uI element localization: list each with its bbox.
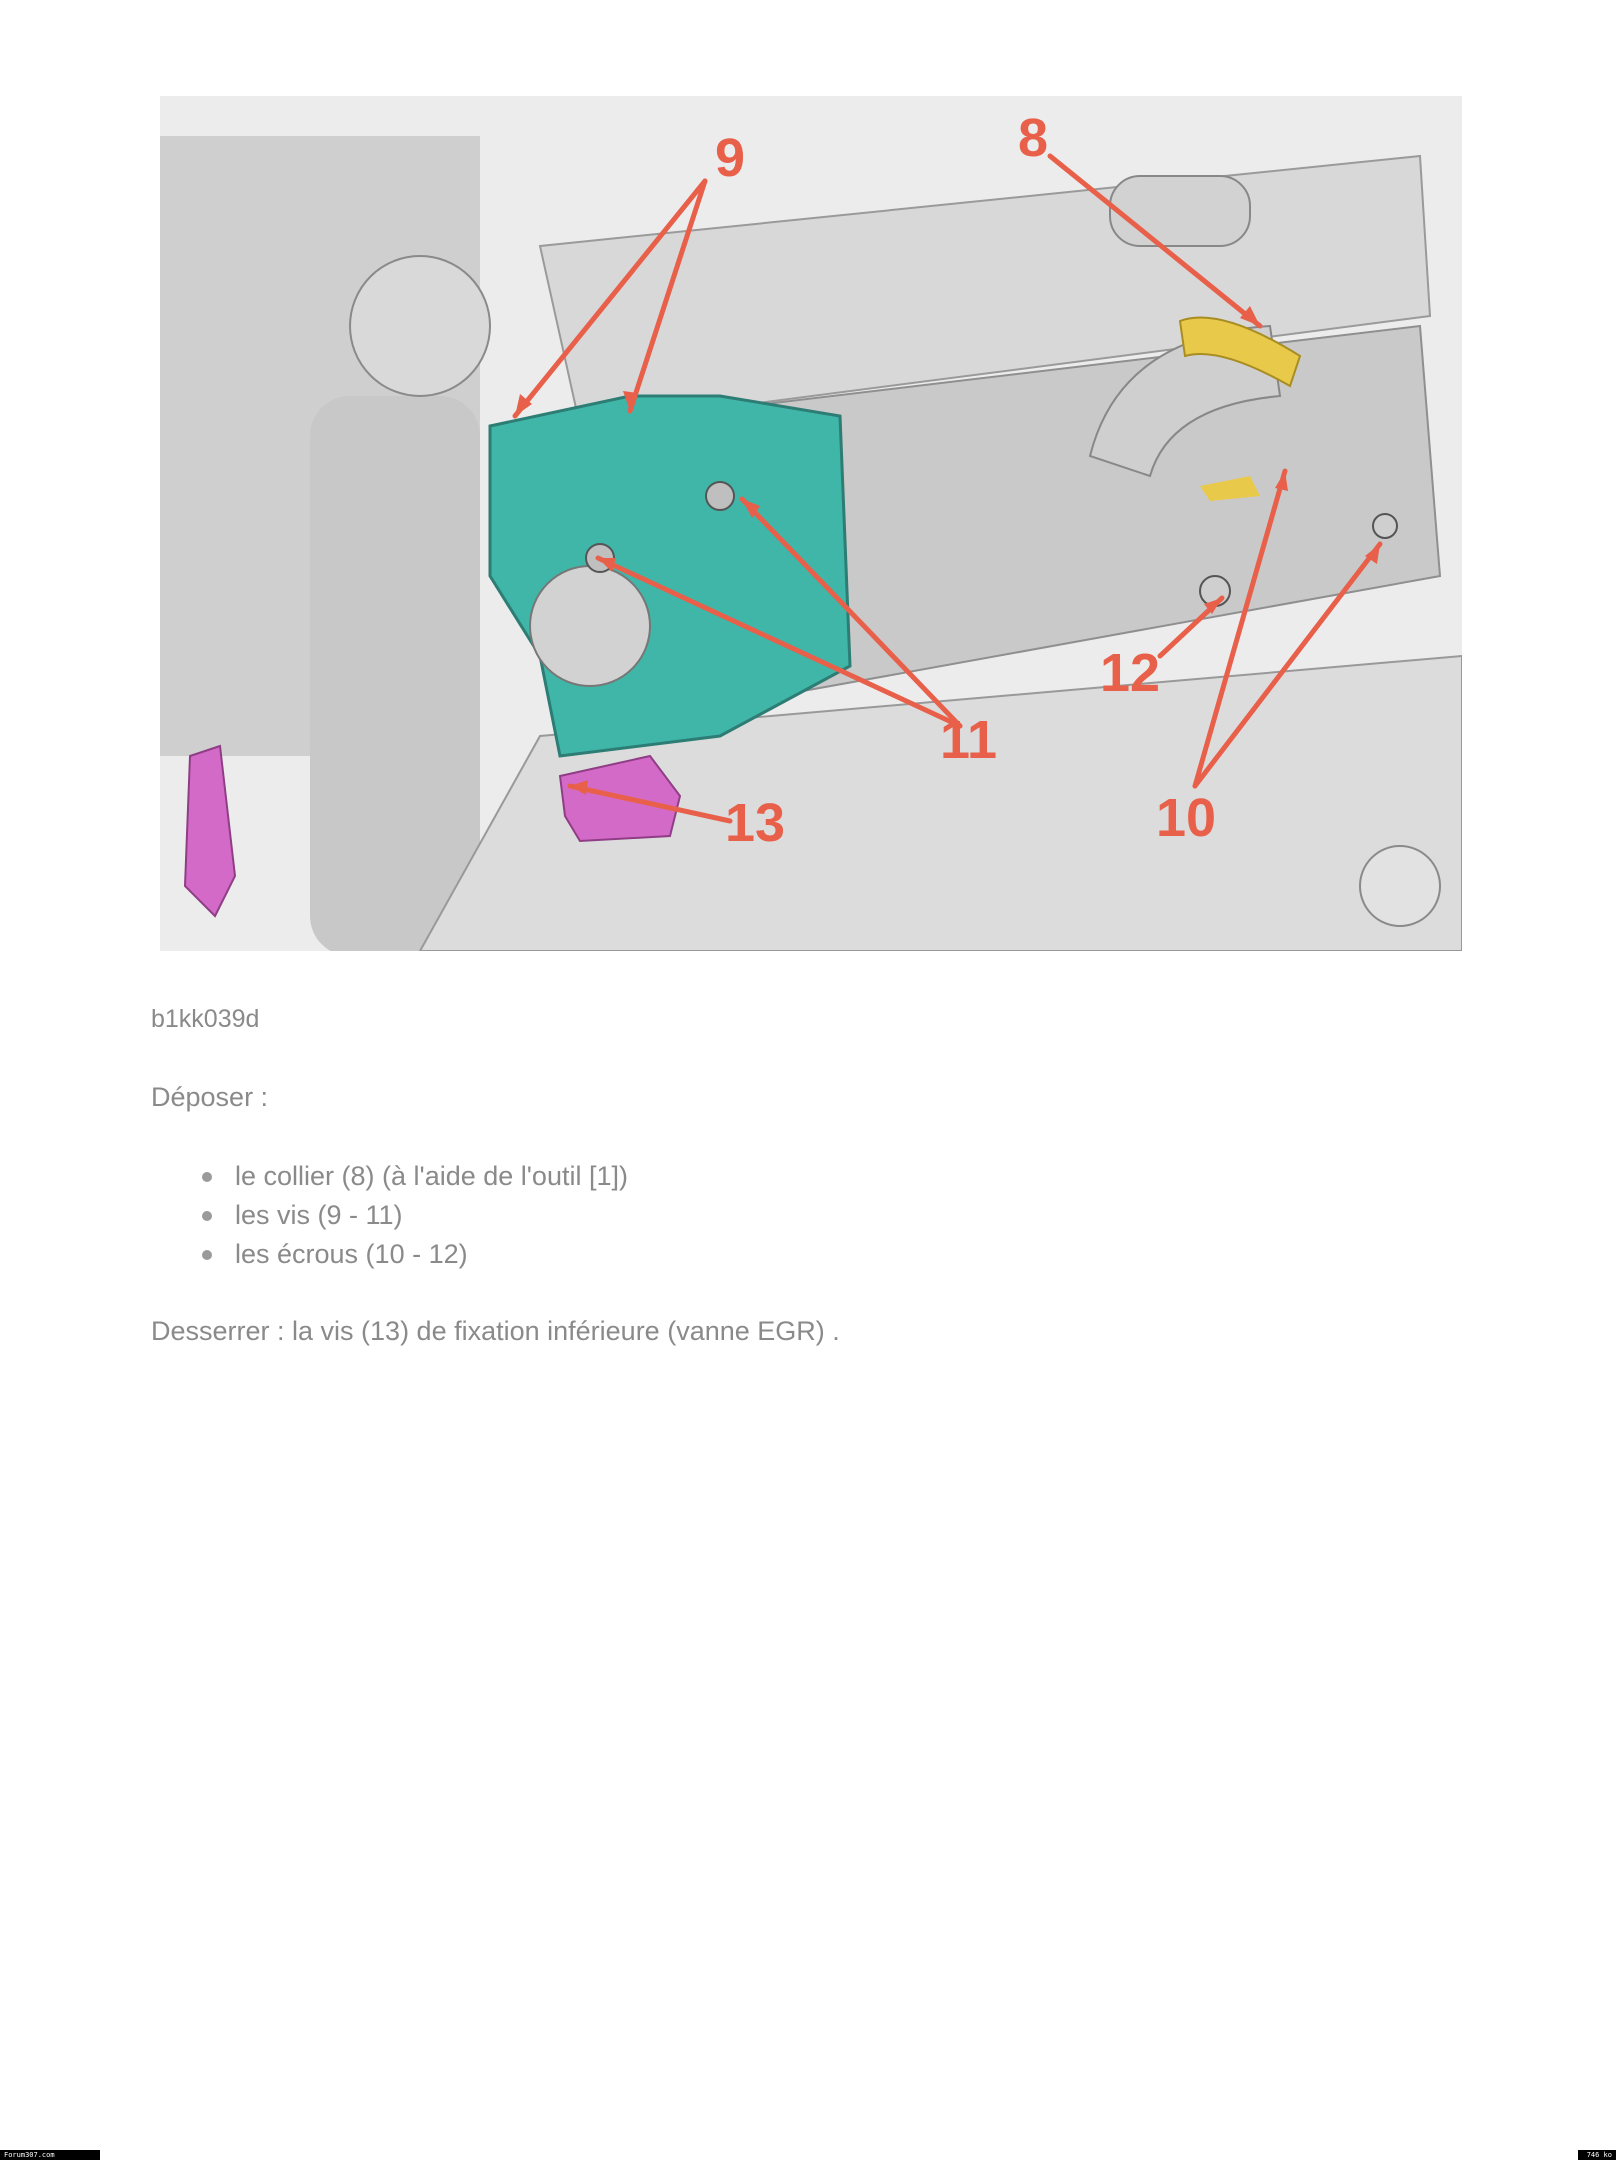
engine-diagram: 9 8 11 12 13 10: [160, 96, 1462, 951]
removal-steps-list: le collier (8) (à l'aide de l'outil [1])…: [202, 1157, 628, 1274]
instruction-remove-heading: Déposer :: [151, 1082, 269, 1112]
list-item-text: le collier (8) (à l'aide de l'outil [1]): [235, 1161, 628, 1191]
list-item-text: les écrous (10 - 12): [235, 1239, 468, 1269]
bullet-icon: [202, 1211, 212, 1221]
figure-caption: b1kk039d: [151, 1005, 260, 1033]
footer-source-label: Forum307.com: [0, 2150, 100, 2160]
callout-12: 12: [1100, 643, 1160, 703]
callout-9: 9: [715, 128, 745, 188]
callout-10: 10: [1156, 788, 1216, 848]
instruction-loosen: Desserrer : la vis (13) de fixation infé…: [151, 1316, 840, 1346]
list-item: le collier (8) (à l'aide de l'outil [1]): [202, 1157, 628, 1196]
footer-size-label: 746 ko: [1578, 2150, 1616, 2160]
bullet-icon: [202, 1172, 212, 1182]
callout-11: 11: [940, 710, 997, 770]
bullet-icon: [202, 1250, 212, 1260]
list-item-text: les vis (9 - 11): [235, 1200, 403, 1230]
callout-8: 8: [1018, 108, 1048, 168]
list-item: les vis (9 - 11): [202, 1196, 628, 1235]
list-item: les écrous (10 - 12): [202, 1235, 628, 1274]
callout-13: 13: [725, 793, 785, 853]
